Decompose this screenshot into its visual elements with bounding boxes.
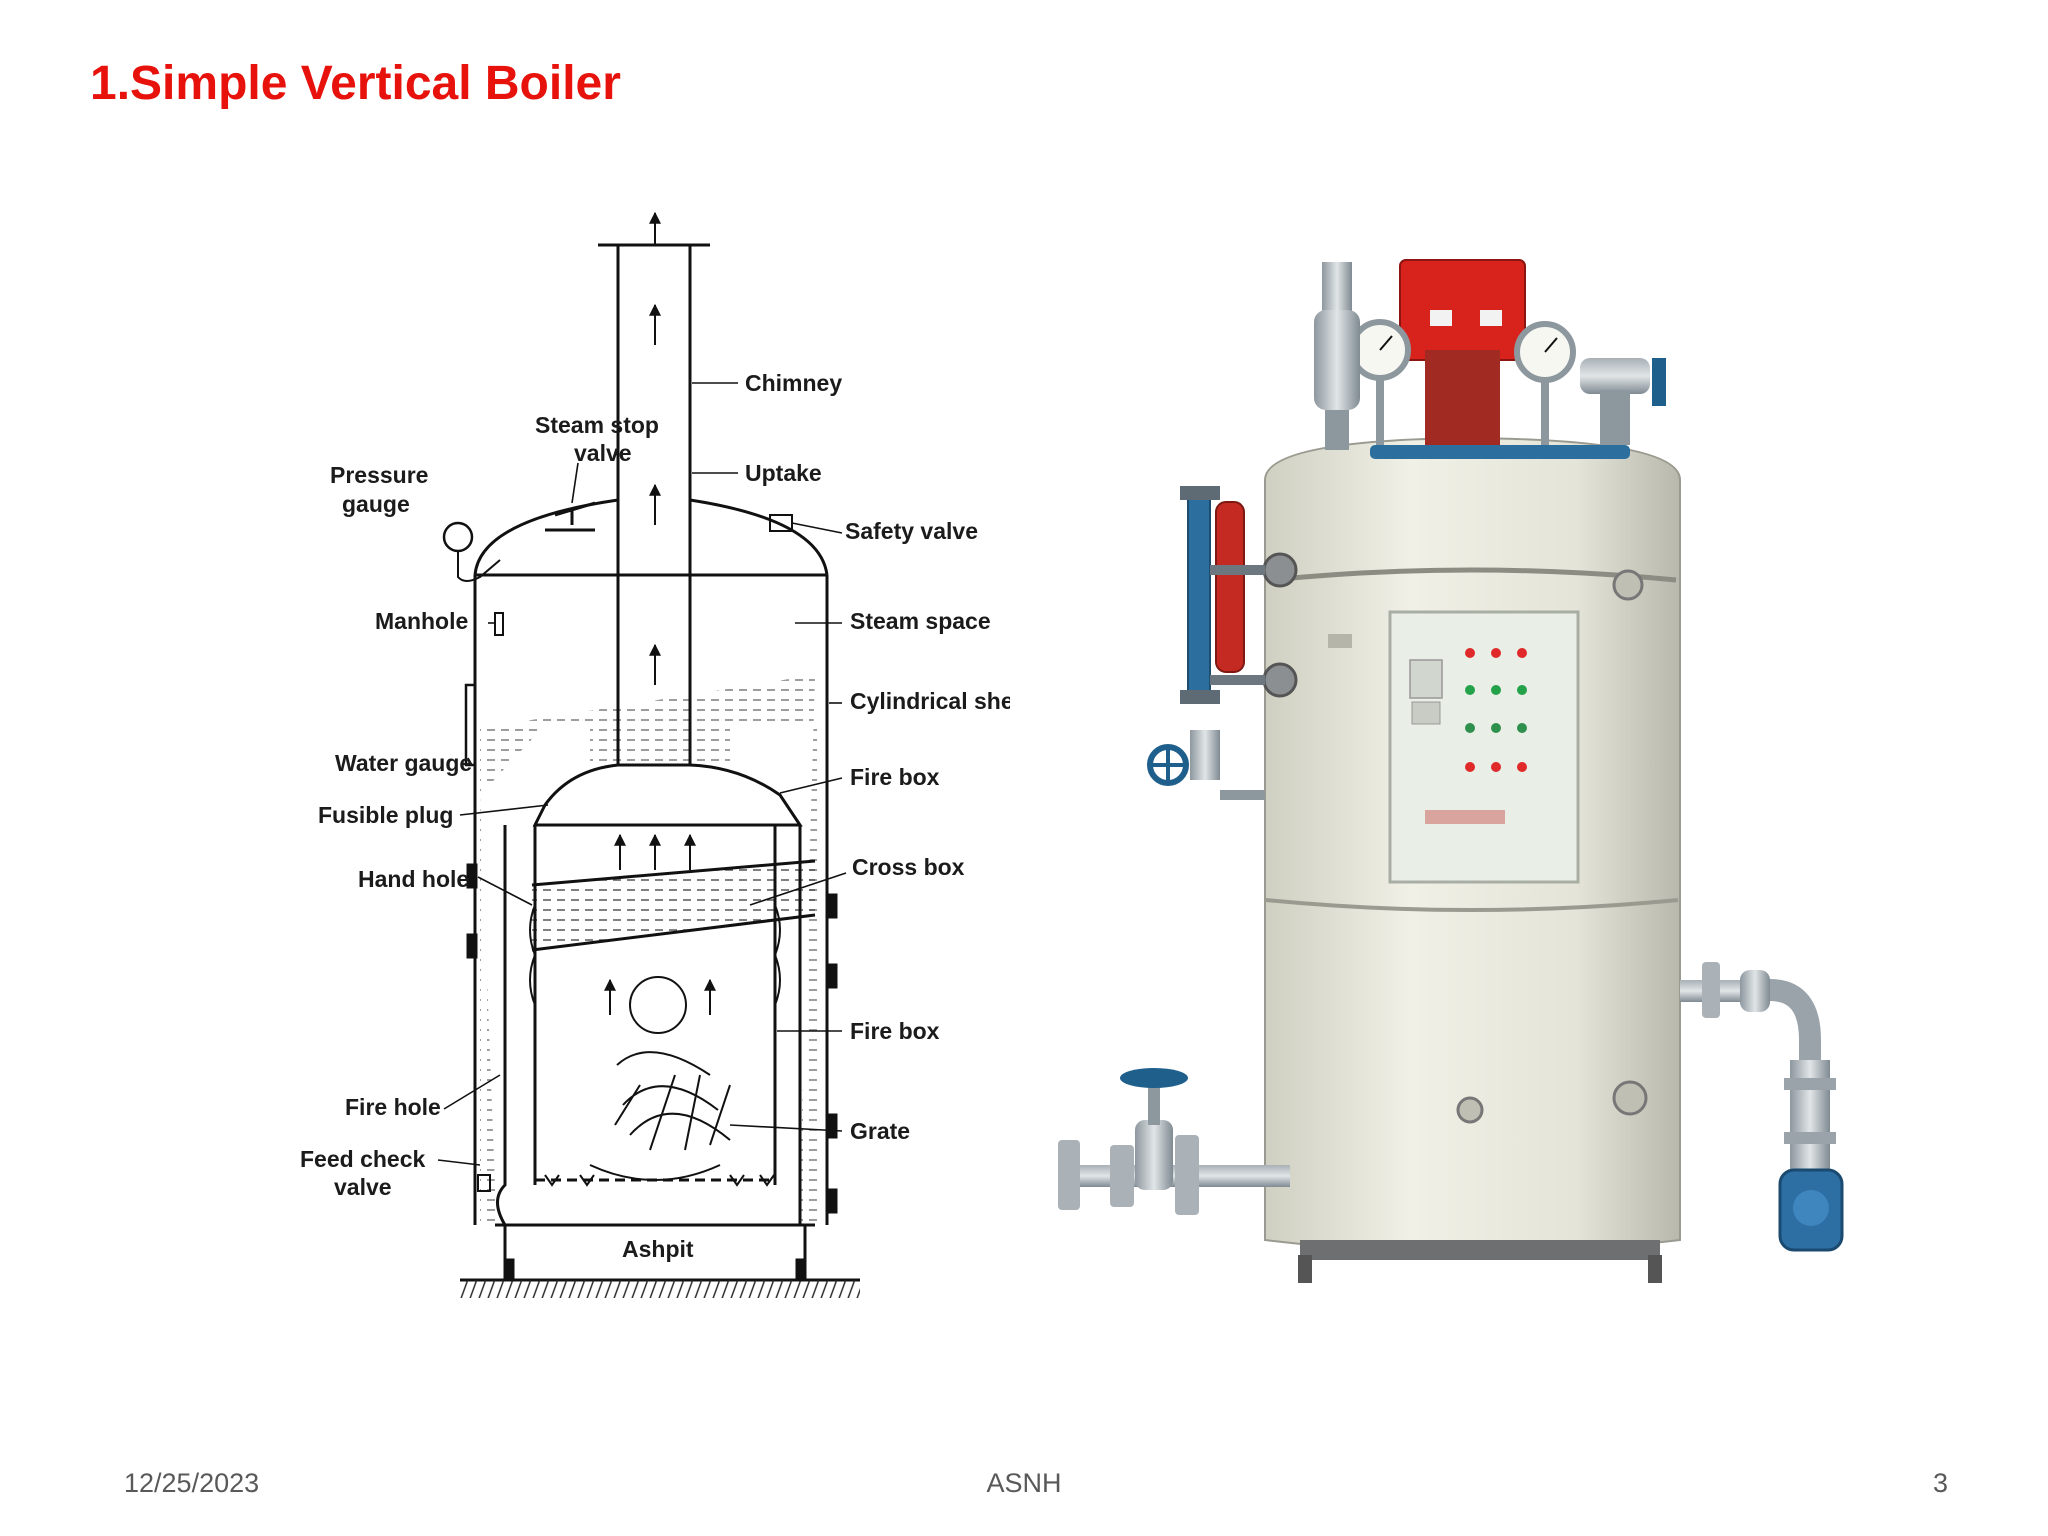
label-steam-stop-valve-line2: valve bbox=[574, 440, 632, 466]
label-fire-hole: Fire hole bbox=[345, 1094, 441, 1120]
boiler-photo bbox=[1058, 259, 1844, 1283]
footer-author: ASNH bbox=[986, 1468, 1062, 1498]
label-fire-box-upper: Fire box bbox=[850, 764, 940, 790]
label-manhole: Manhole bbox=[375, 608, 468, 634]
diagram-drawing bbox=[442, 211, 860, 1298]
leader-lines bbox=[437, 382, 847, 1166]
label-ashpit: Ashpit bbox=[622, 1236, 694, 1262]
label-pressure-gauge-line2: gauge bbox=[342, 491, 410, 517]
indicator-lights bbox=[1465, 648, 1527, 772]
label-uptake: Uptake bbox=[745, 460, 822, 486]
label-feed-check-valve-line2: valve bbox=[334, 1174, 392, 1200]
label-grate: Grate bbox=[850, 1118, 910, 1144]
label-pressure-gauge-line1: Pressure bbox=[330, 462, 428, 488]
label-cylindrical-shell: Cylindrical shell bbox=[850, 688, 1010, 714]
label-hand-hole: Hand hole bbox=[358, 866, 469, 892]
label-fusible-plug: Fusible plug bbox=[318, 802, 453, 828]
label-safety-valve: Safety valve bbox=[845, 518, 978, 544]
slide-title: 1.Simple Vertical Boiler bbox=[90, 57, 621, 110]
label-fire-box-lower: Fire box bbox=[850, 1018, 940, 1044]
label-water-gauge: Water gauge bbox=[335, 750, 472, 776]
label-steam-stop-valve-line1: Steam stop bbox=[535, 412, 659, 438]
label-chimney: Chimney bbox=[745, 370, 842, 396]
label-cross-box: Cross box bbox=[852, 854, 965, 880]
top-fittings bbox=[1314, 259, 1666, 459]
footer-date: 12/25/2023 bbox=[124, 1468, 260, 1498]
feed-valve-assembly bbox=[1058, 1068, 1290, 1215]
label-feed-check-valve-line1: Feed check bbox=[300, 1146, 425, 1172]
label-steam-space: Steam space bbox=[850, 608, 991, 634]
water-gauge-column bbox=[1147, 486, 1265, 800]
footer-page-number: 3 bbox=[1932, 1468, 1948, 1498]
control-panel bbox=[1328, 610, 1580, 884]
pump-assembly bbox=[1680, 962, 1844, 1252]
boiler-diagram: Chimney Steam stop valve Uptake Pressure… bbox=[300, 211, 1010, 1298]
